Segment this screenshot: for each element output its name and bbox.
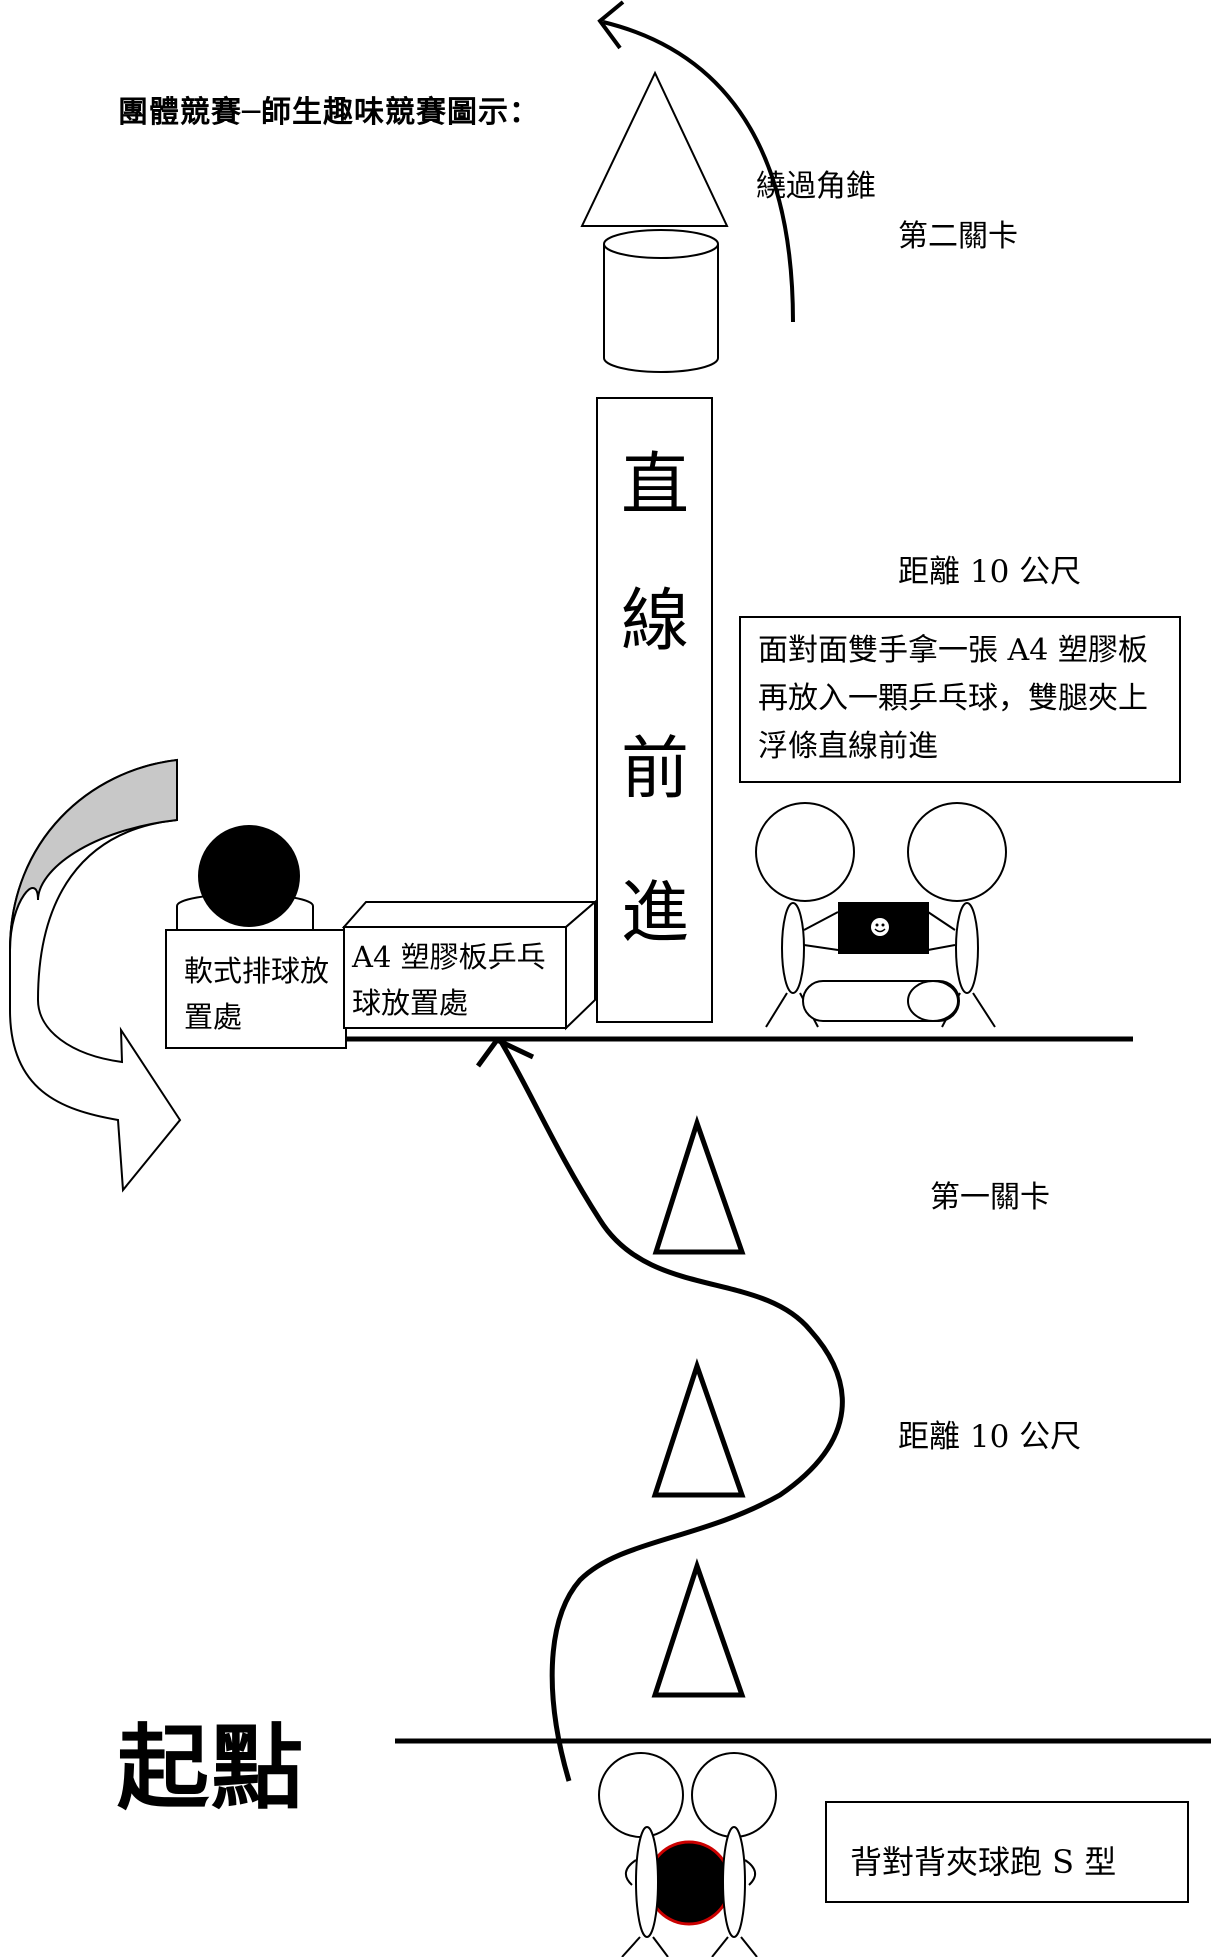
held-ball xyxy=(646,1840,732,1926)
cone-3 xyxy=(651,1558,746,1698)
distance-lower-label: 距離 10 公尺 xyxy=(898,1419,1082,1455)
cone-1 xyxy=(652,1115,746,1255)
stage2-label: 第二關卡 xyxy=(898,219,1018,254)
a4-board-with-ball xyxy=(838,902,929,954)
cone-2 xyxy=(651,1358,746,1498)
volleyball-station-label: 軟式排球放置處 xyxy=(184,954,330,1034)
task-description-box xyxy=(739,616,1181,783)
back-to-back-task-label: 背對背夾球跑 S 型 xyxy=(850,1843,1117,1881)
task-description-text: 面對面雙手拿一張 A4 塑膠板再放入一顆乒乓球，雙腿夾上浮條直線前進 xyxy=(758,633,1148,764)
s-path-arrow xyxy=(475,1036,845,1782)
straight-char-4: 進 xyxy=(620,874,689,953)
go-around-cone-label: 繞過角錐 xyxy=(756,169,876,204)
players-back-to-back xyxy=(598,1752,777,1957)
straight-char-2: 線 xyxy=(620,582,689,661)
board-station-box xyxy=(341,899,598,1031)
straight-char-3: 前 xyxy=(620,730,689,809)
volleyball xyxy=(198,825,300,927)
volleyball-station xyxy=(165,825,347,1049)
start-label: 起點 xyxy=(117,1714,306,1822)
cylinder-float xyxy=(603,229,719,373)
players-face-to-face xyxy=(755,802,1007,1028)
board-station-label: A4 塑膠板乒乓球放置處 xyxy=(352,940,546,1020)
stage1-label: 第一關卡 xyxy=(930,1180,1050,1215)
go-around-arrow xyxy=(597,0,795,323)
return-arrow xyxy=(9,758,182,1193)
cone-top xyxy=(580,70,729,227)
distance-upper-label: 距離 10 公尺 xyxy=(898,554,1082,590)
back-task-box xyxy=(825,1801,1189,1903)
diagram-title: 團體競賽─師生趣味競賽圖示： xyxy=(118,95,541,130)
straight-lane-box xyxy=(596,397,713,1023)
straight-char-1: 直 xyxy=(620,446,689,525)
